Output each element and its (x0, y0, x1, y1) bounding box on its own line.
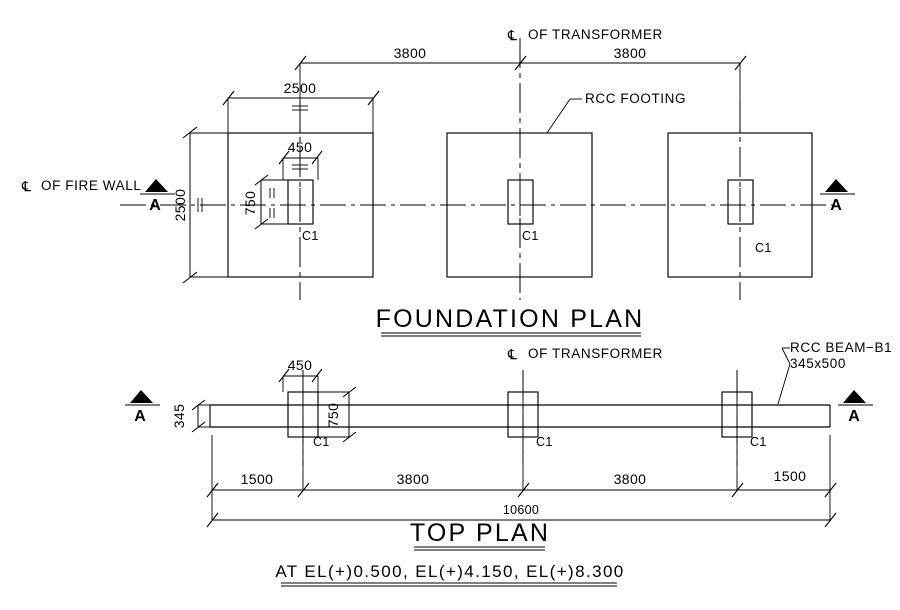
dim-beam-depth-label: 345 (171, 404, 187, 429)
column-label-left: C1 (302, 229, 319, 243)
dim-end-right-label: 1500 (774, 468, 807, 484)
dim-column-width-label: 450 (288, 139, 313, 155)
column-label-middle: C1 (522, 229, 539, 243)
rcc-beam-leader (777, 347, 791, 405)
section-marker-a-left-foundation-label: A (149, 197, 161, 214)
dim-footing-width-group (222, 90, 380, 133)
top-plan-group: ℄ OF TRANSFORMER 450 750 (125, 340, 892, 551)
dim-span-right-label: 3800 (614, 45, 647, 61)
rcc-footing-leader (546, 98, 582, 134)
rcc-beam-note-line1: RCC BEAM−B1 (790, 340, 892, 355)
dim-overall-label: 10600 (503, 503, 539, 517)
dim-column-depth-group (254, 174, 288, 230)
top-plan-column-left (287, 370, 319, 465)
transformer-centerline-label-topplan: OF TRANSFORMER (528, 346, 663, 361)
footing-right (667, 102, 813, 300)
top-plan-column-label-middle: C1 (536, 435, 553, 449)
section-marker-a-left-topplan-label: A (134, 408, 146, 425)
section-marker-a-right-foundation: A (820, 179, 855, 214)
transformer-centerline-symbol-topplan: ℄ (507, 346, 517, 362)
top-plan-overall-dimension (206, 490, 837, 528)
dim-bay-right-label: 3800 (614, 471, 647, 487)
dim-top-column-depth-label: 750 (325, 403, 341, 428)
section-marker-a-right-topplan-label: A (848, 408, 860, 425)
dim-column-width-group (278, 150, 323, 180)
rcc-beam-note-line2: 345x500 (790, 356, 846, 371)
column-c1-right (727, 179, 754, 225)
dim-top-column-width-label: 450 (288, 357, 313, 373)
dim-footing-depth-group (182, 126, 228, 284)
top-plan-column-right (721, 370, 753, 465)
top-plan-column-middle (507, 370, 539, 465)
footing-left (227, 102, 374, 300)
dim-top-column-depth-group (318, 386, 357, 443)
dim-span-left-label: 3800 (394, 45, 427, 61)
dim-bay-left-label: 3800 (397, 471, 430, 487)
section-marker-a-left-foundation: A (140, 179, 175, 214)
column-c1-left (287, 179, 314, 225)
transformer-centerline-label-top: OF TRANSFORMER (528, 27, 663, 42)
transformer-centerline-symbol-top: ℄ (507, 27, 517, 43)
elevation-caption: AT EL(+)0.500, EL(+)4.150, EL(+)8.300 (275, 562, 624, 581)
section-marker-a-left-topplan: A (125, 390, 160, 425)
rcc-beam-band (209, 404, 831, 428)
rcc-footing-note: RCC FOOTING (585, 91, 686, 106)
top-plan-column-label-left: C1 (313, 435, 330, 449)
top-plan-dimension-chain (206, 435, 837, 498)
firewall-centerline-label: OF FIRE WALL (41, 178, 141, 193)
elevation-caption-group: AT EL(+)0.500, EL(+)4.150, EL(+)8.300 (275, 562, 624, 587)
section-marker-a-right-topplan: A (838, 390, 873, 425)
top-plan-title: TOP PLAN (410, 519, 550, 547)
dim-beam-depth-group (191, 399, 210, 433)
column-label-right: C1 (755, 241, 772, 255)
top-plan-column-label-right: C1 (750, 435, 767, 449)
column-c1-middle (507, 179, 534, 225)
dim-top-column-width-group (278, 368, 323, 392)
firewall-centerline-symbol: ℄ (21, 178, 31, 194)
dim-footing-width-label: 2500 (284, 80, 317, 96)
dim-column-depth-label: 750 (242, 191, 258, 216)
foundation-plan-group: 3800 3800 ℄ OF TRANSFORMER 2500 (21, 27, 855, 337)
dim-end-left-label: 1500 (241, 471, 274, 487)
section-marker-a-right-foundation-label: A (830, 197, 842, 214)
foundation-plan-title: FOUNDATION PLAN (376, 305, 645, 333)
